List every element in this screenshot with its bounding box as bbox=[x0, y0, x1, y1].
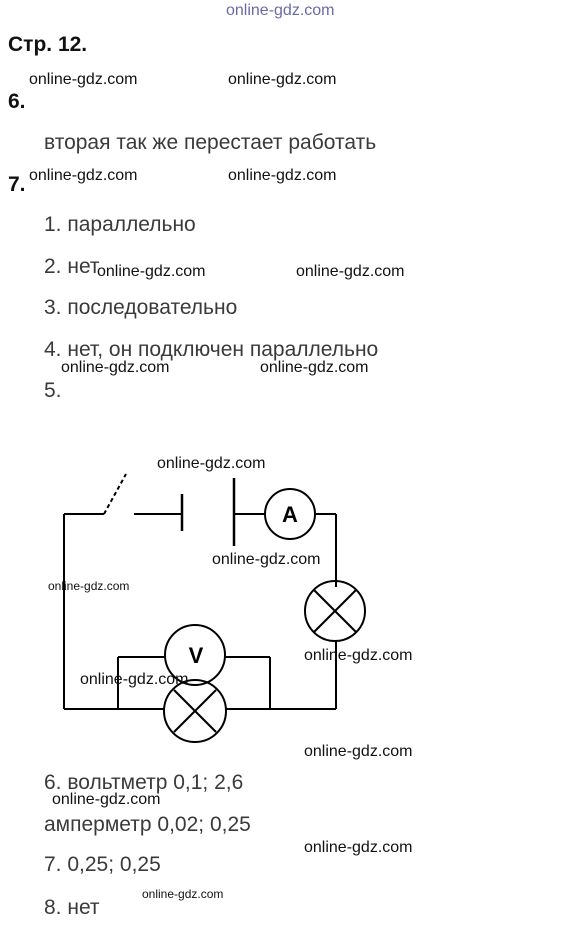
watermark-7: online-gdz.com bbox=[61, 359, 170, 376]
watermark-2: online-gdz.com bbox=[228, 71, 337, 88]
watermark-1: online-gdz.com bbox=[29, 71, 138, 88]
watermark-5: online-gdz.com bbox=[97, 263, 206, 280]
watermark-15: online-gdz.com bbox=[52, 791, 161, 808]
task-7-answer-6: 6. вольтметр 0,1; 2,6 bbox=[44, 771, 244, 794]
voltmeter-label: V bbox=[189, 643, 204, 668]
watermark-3: online-gdz.com bbox=[29, 167, 138, 184]
watermark-14: online-gdz.com bbox=[304, 743, 413, 760]
watermark-6: online-gdz.com bbox=[296, 263, 405, 280]
watermark-4: online-gdz.com bbox=[228, 167, 337, 184]
ammeter-label: A bbox=[282, 502, 298, 527]
watermark-11: online-gdz.com bbox=[48, 579, 130, 593]
watermark-16: online-gdz.com bbox=[304, 839, 413, 856]
watermark-10: online-gdz.com bbox=[212, 551, 321, 568]
lamp-bottom-cross-2 bbox=[173, 689, 217, 733]
task-7-answer-2: 2. нет bbox=[44, 255, 100, 278]
lamp-bottom-circle bbox=[163, 679, 227, 743]
task-7-number: 7. bbox=[8, 173, 26, 196]
task-7-answer-4: 4. нет, он подключен параллельно bbox=[44, 338, 379, 361]
task-7-answer-3: 3. последовательно bbox=[44, 296, 238, 319]
watermark-17: online-gdz.com bbox=[142, 887, 224, 901]
watermark-9: online-gdz.com bbox=[157, 455, 266, 472]
lamp-right-cross-2 bbox=[313, 589, 357, 633]
task-7-answer-6-ammeter: амперметр 0,02; 0,25 bbox=[44, 813, 251, 836]
task-6-number: 6. bbox=[8, 90, 26, 113]
watermark-12: online-gdz.com bbox=[304, 647, 413, 664]
watermark-13: online-gdz.com bbox=[80, 671, 189, 688]
task-7-answer-8: 8. нет bbox=[44, 896, 100, 919]
watermark-8: online-gdz.com bbox=[260, 359, 369, 376]
voltmeter-circle bbox=[164, 624, 226, 686]
task-7-answer-7: 7. 0,25; 0,25 bbox=[44, 853, 161, 876]
page-heading: Стр. 12. bbox=[8, 33, 88, 56]
task-6-answer: вторая так же перестает работать bbox=[44, 131, 377, 154]
watermark-top: online-gdz.com bbox=[226, 2, 335, 19]
switch-lever bbox=[103, 473, 127, 515]
ammeter-circle bbox=[264, 488, 316, 540]
task-7-answer-5: 5. bbox=[44, 379, 62, 402]
task-7-answer-1: 1. параллельно bbox=[44, 213, 196, 236]
